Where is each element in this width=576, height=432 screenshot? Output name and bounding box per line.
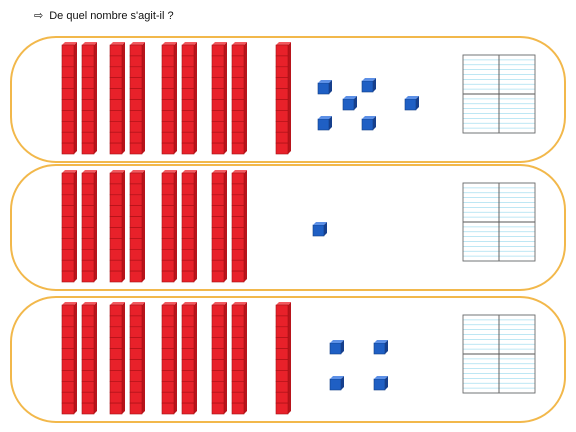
unit-cube: [318, 116, 332, 130]
answer-grid-3[interactable]: [462, 314, 536, 394]
answer-grid-2[interactable]: [462, 182, 536, 262]
unit-cube: [405, 96, 419, 110]
unit-cube: [318, 80, 332, 94]
unit-cube: [362, 116, 376, 130]
unit-cube: [313, 222, 327, 236]
unit-cube: [330, 376, 344, 390]
answer-grid-1[interactable]: [462, 54, 536, 134]
unit-cube: [343, 96, 357, 110]
unit-cube: [330, 340, 344, 354]
unit-cube: [374, 376, 388, 390]
unit-cube: [362, 78, 376, 92]
unit-cube: [374, 340, 388, 354]
arrow-right-icon: ⇨: [34, 10, 43, 22]
instruction-text: De quel nombre s'agit-il ?: [49, 10, 173, 22]
instruction: ⇨ De quel nombre s'agit-il ?: [34, 9, 174, 22]
